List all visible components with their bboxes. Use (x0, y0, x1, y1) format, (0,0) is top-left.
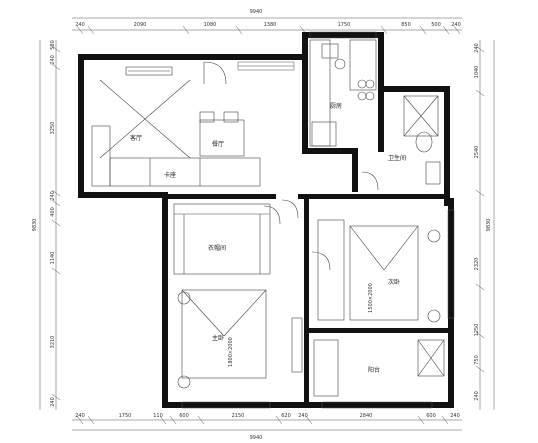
dim-label: 240 (450, 413, 460, 419)
bottom-segment-dims: 240 1750 110 600 2150 620 240 2840 600 2… (75, 413, 460, 419)
dim-label: 240 (451, 22, 461, 28)
dim-label: 240 (298, 413, 308, 419)
kitchen-furniture (309, 39, 377, 147)
master-bed-size: 1800×2000 (228, 337, 234, 367)
dim-label: 1040 (474, 66, 480, 79)
dim-label: 3250 (50, 122, 56, 135)
dim-label: 400 (50, 207, 56, 217)
left-segment-dims: 240 580 3250 240 400 1140 3210 240 (50, 40, 56, 407)
dim-label: 750 (474, 355, 480, 365)
kitchen-label: 厨房 (330, 102, 342, 110)
dim-label: 110 (153, 413, 163, 419)
master-bedroom-label: 主卧 (212, 334, 224, 342)
dim-label: 1750 (338, 22, 351, 28)
dim-label: 240 (50, 55, 56, 65)
dim-label: 2540 (474, 146, 480, 159)
dim-label: 620 (281, 413, 291, 419)
dim-label: 580 (50, 40, 56, 50)
dimension-lines (39, 17, 495, 431)
bottom-total-dim: 9940 (250, 435, 263, 441)
dim-label: 2150 (232, 413, 245, 419)
right-total-dim: 9830 (486, 219, 492, 232)
walls (78, 32, 454, 408)
windows (181, 31, 455, 409)
right-segment-dims: 240 1040 2540 2320 1250 750 240 (474, 43, 480, 401)
dim-label: 1750 (119, 413, 132, 419)
left-total-dim: 9830 (32, 219, 38, 232)
cloakroom-furniture (173, 203, 281, 275)
bathroom-label: 卫生间 (388, 154, 406, 162)
cloakroom-label: 衣帽间 (208, 244, 226, 252)
balcony-label: 阳台 (368, 366, 380, 374)
dining-label: 餐厅 (212, 140, 224, 148)
dim-label: 240 (474, 43, 480, 53)
dim-label: 240 (50, 191, 56, 201)
second-bedroom-furniture (311, 219, 441, 323)
living-room-label: 客厅 (130, 134, 142, 142)
dim-label: 850 (401, 22, 411, 28)
dim-label: 600 (426, 413, 436, 419)
top-segment-dims: 240 2090 1080 1380 1750 850 500 240 (75, 22, 461, 28)
dim-label: 2320 (474, 258, 480, 271)
dim-label: 1250 (474, 324, 480, 337)
bathroom-fixtures (361, 95, 441, 191)
living-room-furniture (91, 61, 261, 187)
dim-label: 2840 (360, 413, 373, 419)
dim-label: 2090 (134, 22, 147, 28)
balcony-fixtures (313, 339, 445, 397)
dim-label: 1140 (50, 252, 56, 265)
dim-label: 500 (431, 22, 441, 28)
dim-label: 600 (179, 413, 189, 419)
dim-label: 240 (75, 413, 85, 419)
dim-label: 240 (75, 22, 85, 28)
second-bed-size: 1500×2000 (368, 283, 374, 313)
dim-label: 240 (50, 397, 56, 407)
master-bedroom-furniture (177, 199, 303, 389)
dim-label: 1380 (264, 22, 277, 28)
second-bedroom-label: 次卧 (388, 278, 400, 286)
dim-label: 3210 (50, 336, 56, 349)
dim-label: 240 (474, 391, 480, 401)
sofa-label: 卡座 (164, 171, 176, 179)
dim-label: 1080 (204, 22, 217, 28)
top-total-dim: 9940 (250, 9, 263, 15)
